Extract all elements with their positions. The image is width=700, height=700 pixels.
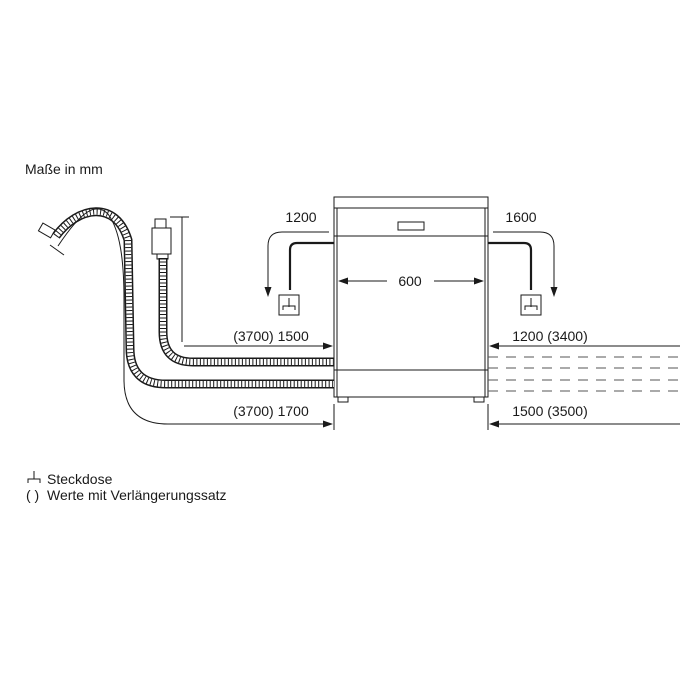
legend-socket-label: Steckdose [47,471,113,487]
cable-right-label: 1600 [505,209,536,225]
width-label: 600 [398,273,422,289]
legend-extension-label: Werte mit Verlängerungssatz [47,487,227,503]
inlet-hose: (3700) 1500 [151,216,334,367]
socket-icon [520,294,542,316]
socket-icon [27,471,41,483]
left-power-cable: 1200 [264,209,334,316]
hose-icon [37,222,65,256]
inlet-hose-right-label: 1200 (3400) [512,328,588,344]
width-dimension: 600 [338,273,484,289]
right-power-cable: 1600 [488,209,558,316]
socket-icon [278,294,300,316]
legend: Steckdose ( ) Werte mit Verlängerungssat… [26,471,227,503]
right-dimensions: 1200 (3400) 1500 (3500) [333,328,680,430]
dishwasher-icon [333,196,489,403]
legend-extension-symbol: ( ) [26,487,39,503]
inlet-hose-left-label: (3700) 1500 [233,328,309,344]
cable-left-label: 1200 [285,209,316,225]
diagram-title: Maße in mm [25,161,103,177]
drain-hose-left-label: (3700) 1700 [233,403,309,419]
water-tap-icon [151,218,172,260]
drain-hose-right-label: 1500 (3500) [512,403,588,419]
drain-hose: (3700) 1700 [37,207,334,428]
